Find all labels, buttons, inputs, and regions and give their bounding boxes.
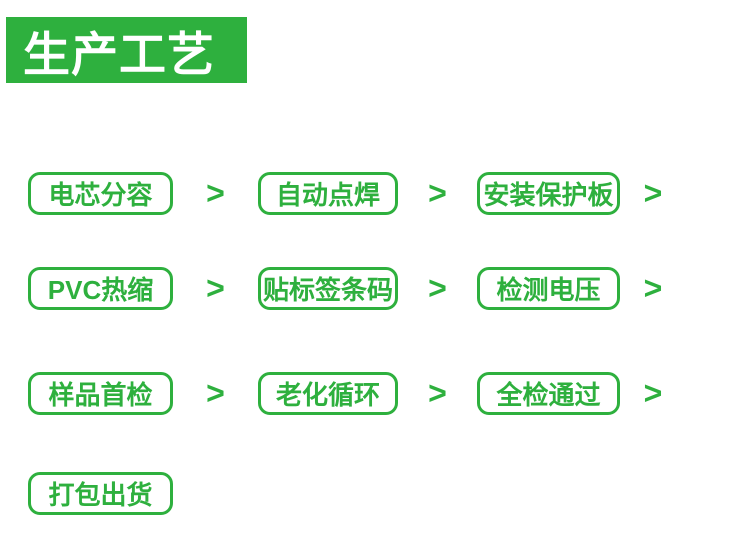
step-label: PVC热缩 xyxy=(47,275,154,305)
arrow-right-icon: > xyxy=(206,175,225,211)
process-row-2: PVC热缩 > 贴标签条码 > 检测电压 > xyxy=(28,267,686,310)
arrow-right-icon: > xyxy=(643,270,663,306)
process-step-install-protection-board: 安装保护板 xyxy=(477,172,620,215)
arrow-right-icon: > xyxy=(428,270,447,306)
process-step-auto-spot-welding: 自动点焊 xyxy=(258,172,398,215)
arrow-right-icon: > xyxy=(206,375,225,411)
process-step-label-barcode: 贴标签条码 xyxy=(258,267,398,310)
process-row-3: 样品首检 > 老化循环 > 全检通过 > xyxy=(28,372,686,415)
step-label: 自动点焊 xyxy=(275,180,380,210)
process-step-aging-cycle: 老化循环 xyxy=(258,372,398,415)
step-label: 电芯分容 xyxy=(48,180,153,210)
step-label: 安装保护板 xyxy=(483,180,614,210)
step-label: 贴标签条码 xyxy=(262,275,393,305)
arrow-right-icon: > xyxy=(643,175,663,211)
step-label: 全检通过 xyxy=(496,380,601,410)
process-step-sample-first-inspection: 样品首检 xyxy=(28,372,173,415)
step-label: 老化循环 xyxy=(275,380,380,410)
arrow-right-icon: > xyxy=(428,375,447,411)
step-label: 检测电压 xyxy=(496,275,601,305)
arrow-right-icon: > xyxy=(428,175,447,211)
arrow-right-icon: > xyxy=(643,375,663,411)
arrow-right-icon: > xyxy=(206,270,225,306)
page-title-banner: 生产工艺 xyxy=(6,17,247,83)
process-row-1: 电芯分容 > 自动点焊 > 安装保护板 > xyxy=(28,172,686,215)
process-step-pvc-heat-shrink: PVC热缩 xyxy=(28,267,173,310)
page-title: 生产工艺 xyxy=(23,27,215,81)
step-label: 样品首检 xyxy=(48,380,153,410)
process-step-voltage-test: 检测电压 xyxy=(477,267,620,310)
process-step-pack-and-ship: 打包出货 xyxy=(28,472,173,515)
step-label: 打包出货 xyxy=(48,480,153,510)
process-step-full-inspection-pass: 全检通过 xyxy=(477,372,620,415)
process-row-4: 打包出货 xyxy=(28,472,173,515)
process-step-cell-capacity-grading: 电芯分容 xyxy=(28,172,173,215)
